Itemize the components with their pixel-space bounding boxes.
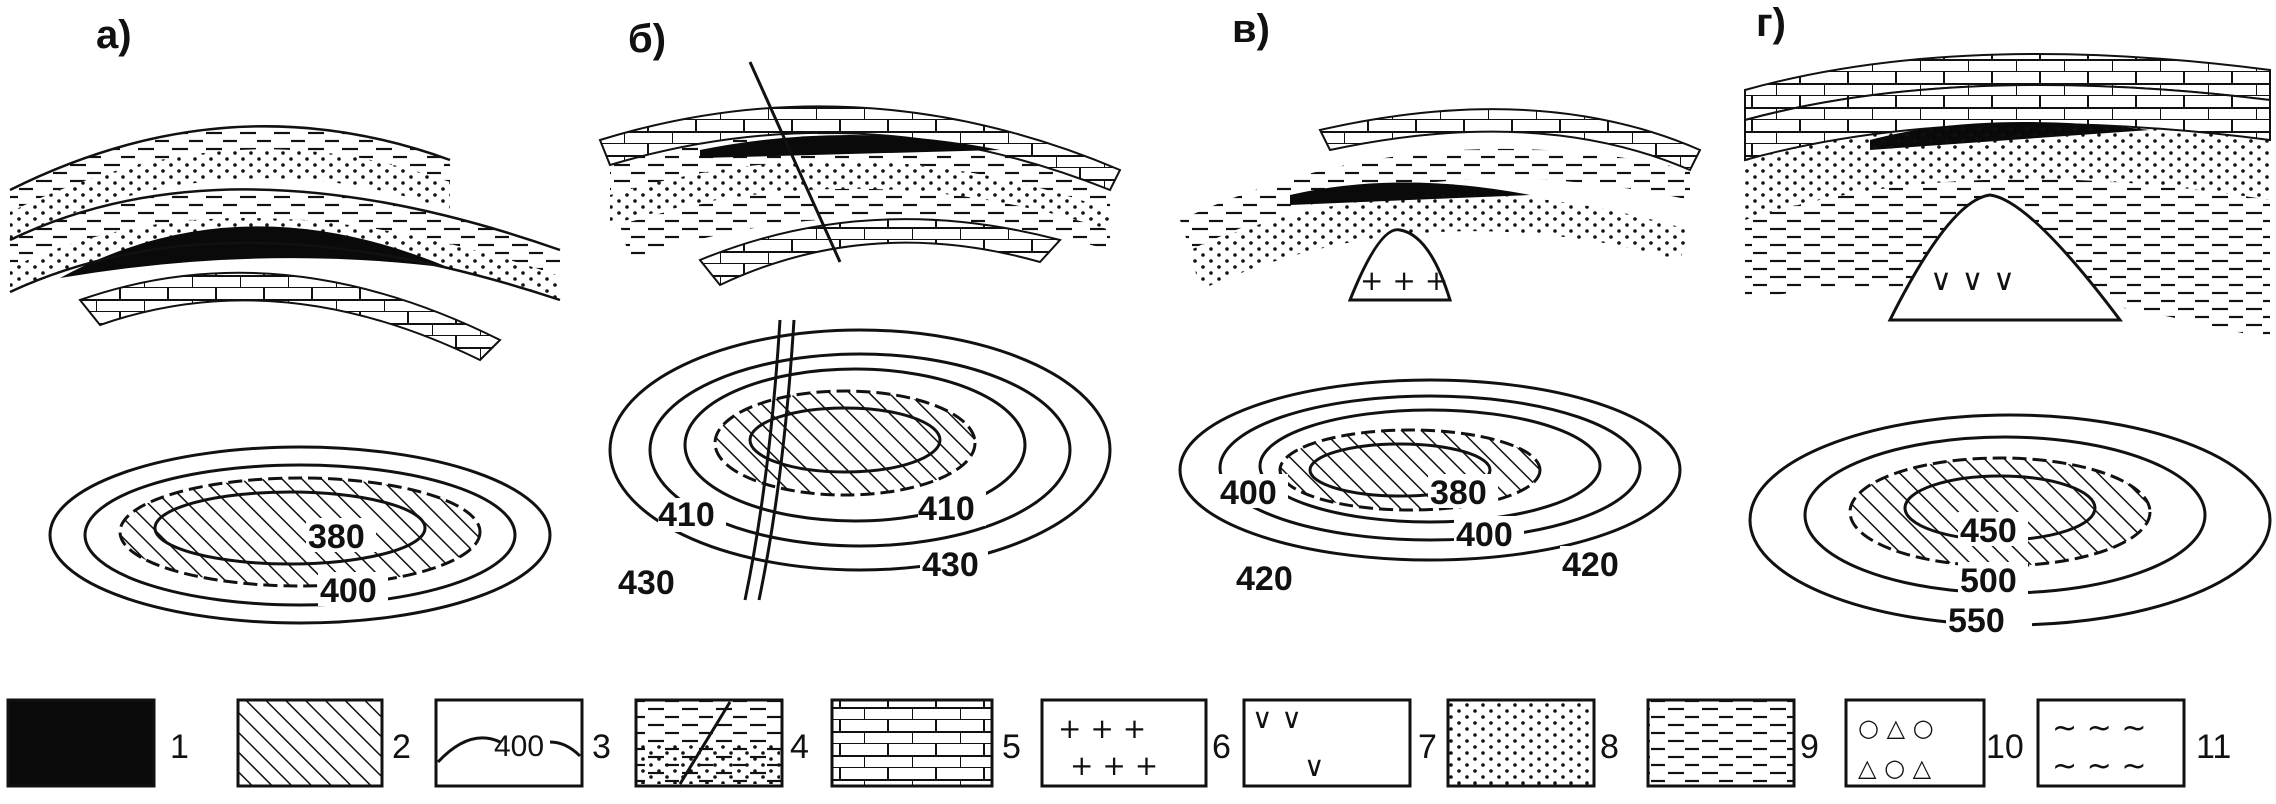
isoline xyxy=(1258,408,1602,524)
legend-swatch-dots xyxy=(1446,698,1596,788)
limestone-layer xyxy=(698,218,1062,287)
shale-layer xyxy=(1180,148,1690,250)
isoline-label: 410 xyxy=(658,496,715,534)
isoline-label: 400 xyxy=(1220,474,1277,512)
legend-number: 6 xyxy=(1212,728,1231,766)
isoline-label: 380 xyxy=(308,518,365,556)
svg-text:∨ ∨: ∨ ∨ xyxy=(1252,702,1302,735)
isoline-label: 420 xyxy=(1236,560,1293,598)
legend-swatch-dashes xyxy=(1646,698,1796,788)
isoline xyxy=(683,367,1027,523)
isoline xyxy=(549,740,582,758)
panel-b-map: 410 410 430 430 xyxy=(608,319,1112,602)
legend-swatch-crosses xyxy=(1040,698,1208,788)
limestone-layer xyxy=(78,271,502,362)
fault-line xyxy=(757,319,796,601)
legend-number: 7 xyxy=(1418,728,1437,766)
cross-marks: + + + xyxy=(1360,264,1448,297)
legend-swatch-limestone xyxy=(830,698,994,788)
oil-deposit xyxy=(60,226,450,278)
isoline xyxy=(436,736,501,764)
sand-layer xyxy=(10,217,560,300)
legend-number: 1 xyxy=(170,728,189,766)
shale-layer xyxy=(620,188,1110,260)
legend-swatch-tildes xyxy=(2036,698,2186,788)
fault-line xyxy=(743,319,782,601)
panel-g: г) ∨ ∨ ∨ 450 500 550 xyxy=(1744,1,2272,640)
oil-area xyxy=(1278,428,1542,512)
svg-text:+ + +: + + + xyxy=(1058,712,1146,745)
legend-number: 11 xyxy=(2196,728,2231,766)
sand-layer xyxy=(1190,194,1690,290)
legend: 1 2 400 3 4 5 + + + + + + 6 ∨ ∨ ∨ 7 8 xyxy=(6,698,2231,788)
isoline-label: 400 xyxy=(320,572,377,610)
panel-b: б) 410 410 430 430 xyxy=(598,17,1122,602)
isoline xyxy=(1308,442,1492,498)
isoline-label: 500 xyxy=(1960,562,2017,600)
svg-text:~ ~ ~: ~ ~ ~ xyxy=(2052,711,2146,746)
sand-layer xyxy=(10,149,450,240)
panel-b-section xyxy=(598,61,1122,287)
isoline xyxy=(1218,394,1642,542)
legend-number: 4 xyxy=(790,728,809,766)
isoline xyxy=(748,406,942,474)
isoline-label: 550 xyxy=(1948,602,2005,640)
v-marks: ∨ ∨ ∨ xyxy=(1930,263,2015,298)
svg-text:~ ~ ~: ~ ~ ~ xyxy=(2052,749,2146,784)
panel-a-label: а) xyxy=(96,13,132,57)
legend-swatch-hatch xyxy=(236,698,384,788)
legend-number: 8 xyxy=(1600,728,1619,766)
svg-text:+ + +: + + + xyxy=(1070,749,1158,782)
legend-number: 10 xyxy=(1986,728,2024,766)
oil-area xyxy=(118,476,482,588)
isoline-label: 430 xyxy=(618,564,675,602)
sand-layer xyxy=(610,160,1110,230)
oil-deposit xyxy=(1290,182,1530,205)
legend-number: 5 xyxy=(1002,728,1021,766)
panel-v-section: + + + xyxy=(1180,108,1702,302)
panel-g-label: г) xyxy=(1756,1,1786,45)
svg-text:∨: ∨ xyxy=(1304,750,1325,783)
salt-dome xyxy=(1887,193,2124,322)
isoline-label: 380 xyxy=(1430,474,1487,512)
isoline xyxy=(153,490,427,566)
isoline-label: 450 xyxy=(1960,512,2017,550)
panel-b-label: б) xyxy=(628,17,666,61)
svg-text:△ ○ △: △ ○ △ xyxy=(1858,754,1932,782)
legend-swatch-oil xyxy=(6,698,156,788)
isoline-label: 430 xyxy=(922,546,979,584)
isoline-label: 410 xyxy=(918,490,975,528)
panel-v-label: в) xyxy=(1232,7,1270,51)
isoline xyxy=(608,328,1112,572)
legend-swatch-circles-triangles xyxy=(1844,698,1986,788)
isoline xyxy=(83,463,517,607)
panel-g-map: 450 500 550 xyxy=(1748,413,2272,640)
isoline-label: 400 xyxy=(1456,516,1513,554)
intrusion-body xyxy=(1347,228,1453,302)
isoline xyxy=(648,352,1072,548)
panel-g-section: ∨ ∨ ∨ xyxy=(1744,53,2271,340)
fault-line xyxy=(748,61,842,263)
isoline xyxy=(1178,378,1682,562)
panel-v: в) + + + 380 400 400 420 420 xyxy=(1178,7,1702,598)
panel-v-map: 380 400 400 420 420 xyxy=(1178,378,1682,598)
fault-line xyxy=(678,701,732,785)
svg-text:○ △ ○: ○ △ ○ xyxy=(1858,714,1934,742)
panel-a: а) 380 400 xyxy=(9,13,561,625)
legend-isoline-value: 400 xyxy=(494,730,544,763)
oil-deposit xyxy=(700,135,1000,158)
legend-number: 9 xyxy=(1800,728,1819,766)
panel-a-section xyxy=(9,125,561,362)
panel-a-map: 380 400 xyxy=(48,445,552,625)
isoline-label: 420 xyxy=(1562,546,1619,584)
legend-number: 3 xyxy=(592,728,611,766)
sand-layer xyxy=(1745,124,2270,220)
legend-number: 2 xyxy=(392,728,411,766)
legend-swatch-v-marks xyxy=(1242,698,1412,788)
isoline xyxy=(48,445,552,625)
